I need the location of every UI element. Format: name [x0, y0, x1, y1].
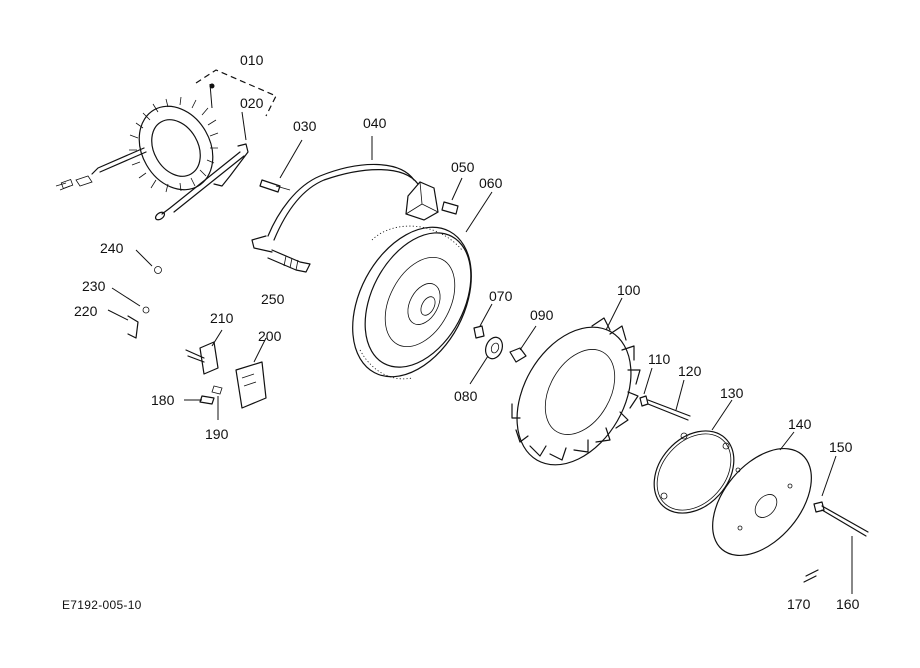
part-180-210-bracket-set — [184, 329, 267, 420]
callout-120: 120 — [678, 363, 702, 379]
part-070-key — [473, 303, 493, 339]
part-150-160-bolt — [813, 455, 869, 594]
part-090-nut — [509, 325, 537, 363]
callout-220: 220 — [74, 303, 98, 319]
part-140-cover-plate — [712, 431, 812, 557]
callout-030: 030 — [293, 118, 317, 134]
callout-050: 050 — [451, 159, 475, 175]
callout-060: 060 — [479, 175, 503, 191]
part-050-bolt — [441, 177, 463, 215]
callout-020: 020 — [240, 95, 264, 111]
part-100-cooling-fan — [511, 297, 641, 466]
callout-170: 170 — [787, 596, 811, 612]
callout-010: 010 — [240, 52, 264, 68]
callout-040: 040 — [363, 115, 387, 131]
callout-250: 250 — [261, 291, 285, 307]
part-030-bolt — [259, 139, 303, 193]
part-020-ground-lead — [154, 111, 249, 221]
callout-190: 190 — [205, 426, 229, 442]
callout-140: 140 — [788, 416, 812, 432]
drawing-id-label: E7192-005-10 — [62, 598, 142, 612]
callout-150: 150 — [829, 439, 853, 455]
callout-240: 240 — [100, 240, 124, 256]
part-040-lead-wire — [251, 136, 439, 273]
callout-180: 180 — [151, 392, 175, 408]
callout-210: 210 — [210, 310, 234, 326]
part-170-bolt — [803, 569, 819, 583]
callout-100: 100 — [617, 282, 641, 298]
callout-110: 110 — [648, 351, 671, 367]
callout-200: 200 — [258, 328, 282, 344]
part-060-flywheel — [352, 191, 493, 380]
part-080-washer — [469, 336, 504, 385]
callout-090: 090 — [530, 307, 554, 323]
part-010-stator-coil — [55, 69, 277, 193]
part-130-gasket-ring — [653, 399, 735, 514]
part-110-120-pin-bolt — [639, 367, 691, 421]
callout-080: 080 — [454, 388, 478, 404]
part-220-240-hardware — [107, 249, 162, 339]
callout-230: 230 — [82, 278, 106, 294]
callout-130: 130 — [720, 385, 744, 401]
callout-160: 160 — [836, 596, 860, 612]
callout-070: 070 — [489, 288, 513, 304]
